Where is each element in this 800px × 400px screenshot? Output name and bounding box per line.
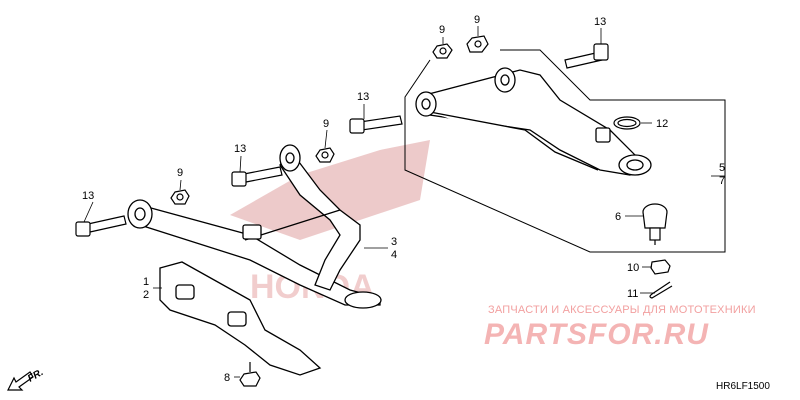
upper-arm-bracket [404,49,726,253]
callout-lower-bolt-rear: 13 [234,143,246,155]
watermark-caption: ЗАПЧАСТИ И АКСЕССУАРЫ ДЛЯ МОТОТЕХНИКИ [488,304,756,316]
callout-upper-bolt-rear: 13 [357,91,369,103]
arm-guard-plate [159,261,322,376]
callout-upper-nut-b: 9 [474,14,480,26]
lower-nut-front [170,189,190,205]
callout-lower-arm-ref-a: 3 [391,236,397,248]
upper-nut-a [432,43,453,59]
front-direction-arrow: FR. [7,367,45,391]
lower-nut-rear [315,147,335,163]
guard-bolt [239,362,261,387]
lower-arm [127,144,382,309]
watermark-logo: PARTSFOR.RU [484,318,709,351]
callout-lower-bolt-front: 13 [82,190,94,202]
callout-upper-bolt-front: 13 [594,16,606,28]
lower-bolt-front [75,215,127,237]
callout-lower-nut-front: 9 [177,167,183,179]
callout-lower-arm-ref-b: 4 [391,249,397,261]
callout-cotter-pin: 11 [627,288,638,300]
leader-lines [83,26,725,378]
upper-arm [415,67,652,176]
callout-ball-joint: 6 [615,211,621,223]
callout-upper-arm-ref-b: 7 [719,175,725,187]
cotter-pin [649,281,673,299]
callout-guard-ref-b: 2 [143,289,149,301]
castle-nut [650,259,671,275]
upper-nut-b [466,35,489,53]
upper-bolt-rear [349,115,403,134]
upper-clip [613,116,641,130]
callout-labels: 9 9 13 13 9 12 5 7 6 10 11 13 9 13 3 4 1… [82,14,725,384]
callout-guard-ref-a: 1 [143,276,149,288]
callout-upper-clip: 12 [656,118,668,130]
lower-bolt-rear [231,166,283,187]
front-direction-label: FR. [26,367,45,385]
callout-upper-nut-a: 9 [439,24,445,36]
diagram-code: HR6LF1500 [716,381,770,392]
callout-castle-nut: 10 [627,262,639,274]
callout-upper-arm-ref-a: 5 [719,162,725,174]
callout-guard-bolt: 8 [224,372,230,384]
ball-joint [642,203,668,245]
upper-bolt-front [564,43,609,69]
callout-upper-arm-bushing-nut: 9 [323,118,329,130]
